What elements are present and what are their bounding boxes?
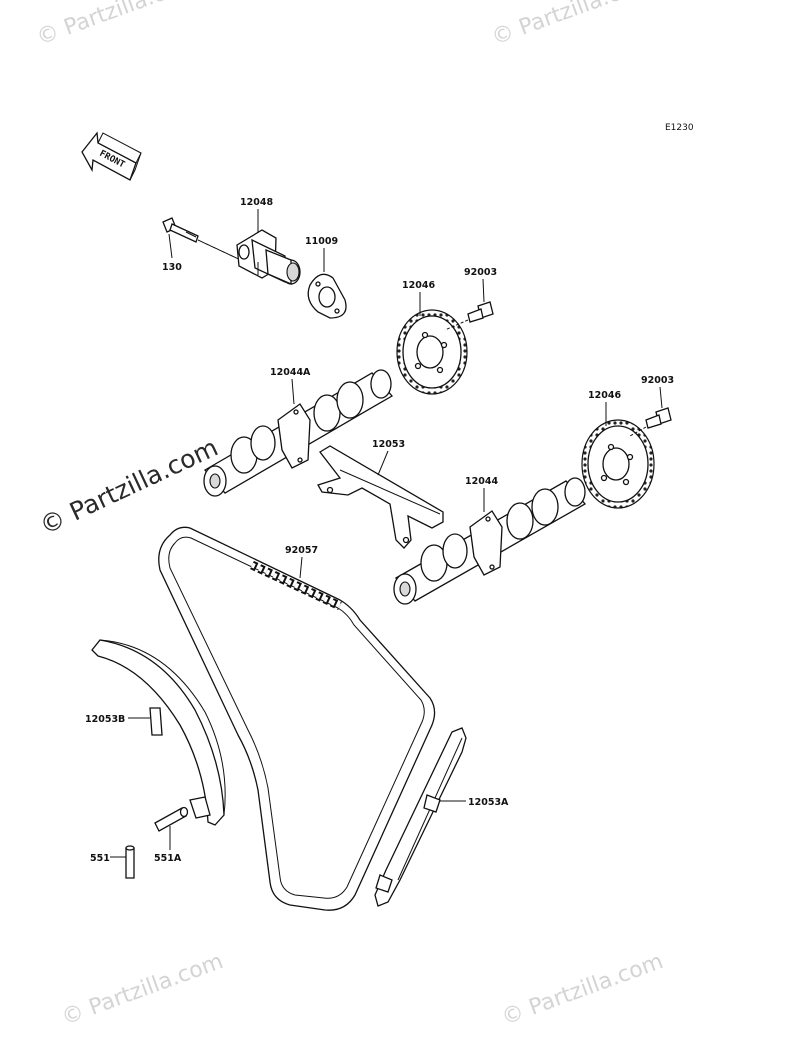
label-12053B: 12053B	[85, 714, 125, 725]
part-11009-gasket	[307, 273, 347, 319]
label-12053: 12053	[372, 439, 405, 450]
corner-watermark-bottom-left: © Partzilla.com	[59, 949, 227, 1031]
diagram-code: E1230	[665, 123, 694, 133]
label-12053A: 12053A	[468, 797, 509, 808]
front-arrow-icon: FRONT	[81, 131, 142, 181]
part-12044-camshaft	[393, 477, 586, 605]
label-12044: 12044	[465, 476, 498, 487]
svg-text:© Partzilla.com: © Partzilla.com	[59, 949, 227, 1031]
part-12053B-chain-guide	[91, 639, 226, 826]
corner-watermark-bottom-right: © Partzilla.com	[499, 949, 667, 1031]
part-130-bolt	[162, 217, 199, 243]
part-12044A-camshaft	[203, 369, 394, 497]
label-92057: 92057	[285, 545, 318, 556]
label-92003-upper: 92003	[464, 267, 497, 278]
label-12044A: 12044A	[270, 367, 311, 378]
svg-text:© Partzilla.com: © Partzilla.com	[35, 433, 222, 541]
part-12048-tensioner	[236, 229, 301, 285]
label-551: 551	[90, 853, 110, 864]
label-551A: 551A	[154, 853, 182, 864]
label-92003-lower: 92003	[641, 375, 674, 386]
part-92057-cam-chain	[158, 526, 436, 911]
part-12046-upper-sprocket	[396, 309, 468, 395]
part-92003-upper-bolt	[467, 301, 494, 323]
part-551-pin	[125, 845, 135, 879]
label-12046-lower: 12046	[588, 390, 621, 401]
label-130: 130	[162, 262, 182, 273]
part-12053-chain-guide	[317, 445, 444, 549]
label-11009: 11009	[305, 236, 338, 247]
part-12053A-chain-guide	[374, 727, 467, 907]
svg-text:© Partzilla.com: © Partzilla.com	[34, 0, 202, 51]
center-watermark: © Partzilla.com	[35, 433, 222, 541]
part-92003-lower-bolt	[645, 407, 672, 429]
part-12046-lower-sprocket	[581, 419, 655, 509]
corner-watermark-top-right: © Partzilla.com	[489, 0, 657, 51]
svg-text:© Partzilla.com: © Partzilla.com	[499, 949, 667, 1031]
corner-watermark-top-left: © Partzilla.com	[34, 0, 202, 51]
label-12048: 12048	[240, 197, 273, 208]
label-12046-upper: 12046	[402, 280, 435, 291]
svg-text:© Partzilla.com: © Partzilla.com	[489, 0, 657, 51]
part-551A-pin	[154, 806, 189, 832]
